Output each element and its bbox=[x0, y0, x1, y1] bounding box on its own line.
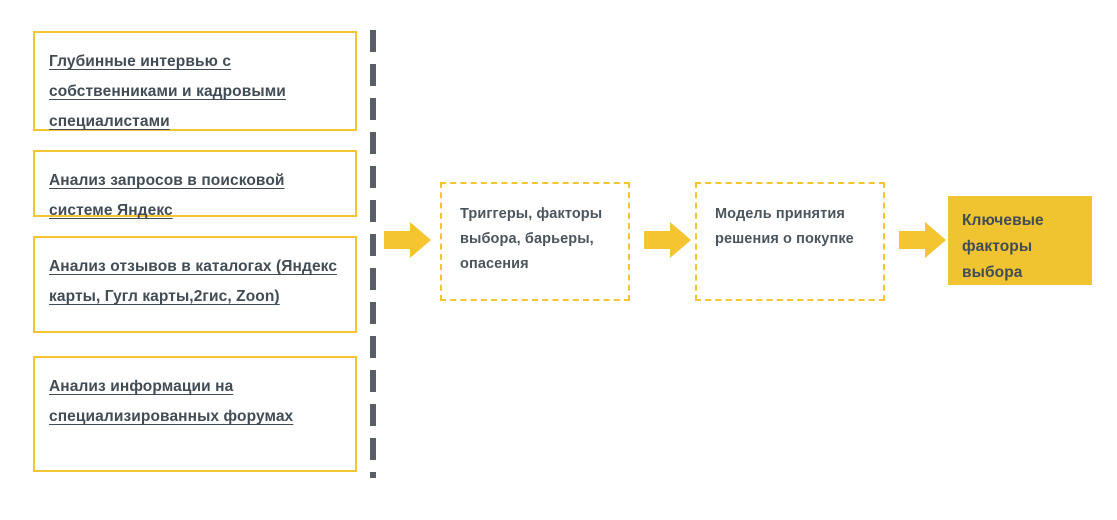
arrow-right-icon bbox=[899, 220, 947, 260]
result-box-key-factors[interactable]: Ключевые факторы выбора bbox=[948, 196, 1092, 285]
source-box-label: Глубинные интервью с собственниками и ка… bbox=[49, 53, 286, 130]
source-box-label: Анализ информации на специализированных … bbox=[49, 378, 294, 425]
process-box-triggers[interactable]: Триггеры, факторы выбора, барьеры, опасе… bbox=[440, 182, 630, 301]
source-box-search-queries[interactable]: Анализ запросов в поисковой системе Янде… bbox=[33, 150, 357, 219]
source-box-catalog-reviews[interactable]: Анализ отзывов в каталогах (Яндекс карты… bbox=[33, 236, 357, 333]
source-box-label: Анализ запросов в поисковой системе Янде… bbox=[49, 172, 285, 219]
process-box-decision-model[interactable]: Модель принятия решения о покупке bbox=[695, 182, 885, 301]
source-box-forums[interactable]: Анализ информации на специализированных … bbox=[33, 356, 357, 472]
process-box-label: Модель принятия решения о покупке bbox=[715, 206, 854, 247]
arrow-right-icon bbox=[644, 220, 692, 260]
source-box-label: Анализ отзывов в каталогах (Яндекс карты… bbox=[49, 258, 338, 305]
result-box-label: Ключевые факторы выбора bbox=[962, 212, 1044, 281]
arrow-right-icon bbox=[384, 220, 432, 260]
source-box-interviews[interactable]: Глубинные интервью с собственниками и ка… bbox=[33, 31, 357, 131]
vertical-dashed-line-icon bbox=[370, 30, 376, 478]
process-box-label: Триггеры, факторы выбора, барьеры, опасе… bbox=[460, 206, 603, 272]
